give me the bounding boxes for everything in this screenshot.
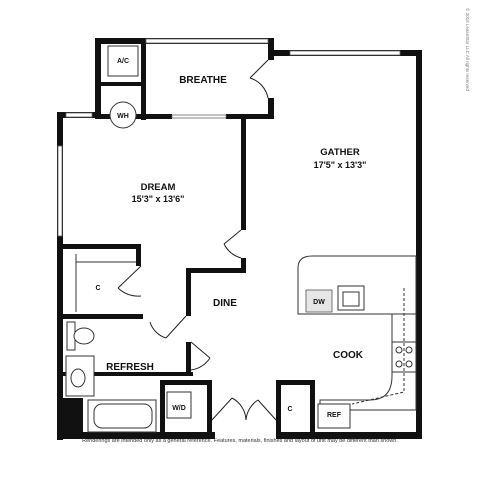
door-swing: [190, 341, 211, 371]
wall: [160, 380, 212, 385]
wall: [276, 380, 281, 436]
wall: [155, 432, 215, 439]
room-label-dine: DINE: [213, 298, 237, 309]
door-swing: [249, 59, 269, 99]
wall: [101, 82, 141, 86]
water-heater: [109, 101, 137, 129]
disclaimer-text: Renderings are intended only as a genera…: [82, 438, 398, 444]
bathtub-inner: [93, 403, 153, 429]
dishwasher: [305, 289, 333, 313]
wall: [95, 38, 101, 118]
label-refrigerator: REF: [327, 412, 342, 419]
toilet-bowl: [73, 327, 95, 345]
burner: [395, 360, 403, 368]
door-swing: [117, 265, 142, 297]
wall: [268, 98, 274, 118]
kitchen-sink-basin: [342, 291, 360, 307]
window: [171, 114, 227, 119]
room-label-gather: GATHER: [320, 147, 360, 158]
wall: [146, 114, 172, 119]
wall: [416, 50, 422, 432]
burner: [405, 346, 413, 354]
room-dims-dream: 15'3" x 13'6": [132, 194, 185, 204]
wall: [186, 268, 191, 316]
wall: [57, 112, 63, 440]
window: [289, 50, 401, 56]
label-washer-dryer: W/D: [172, 405, 186, 412]
kitchen-counter: [319, 313, 417, 411]
label-closet-entry: C: [287, 406, 292, 413]
room-label-cook: COOK: [333, 350, 364, 361]
wall: [63, 372, 193, 376]
door-swing: [149, 315, 187, 339]
wall: [276, 432, 422, 439]
window: [65, 112, 93, 118]
door-swing: [223, 229, 242, 259]
room-label-refresh: REFRESH: [106, 362, 154, 373]
wall: [207, 380, 212, 436]
window: [145, 38, 269, 44]
burner: [395, 346, 403, 354]
room-label-breathe: BREATHE: [179, 75, 227, 86]
label-dishwasher: DW: [313, 299, 325, 306]
room-dims-gather: 17'5" x 13'3": [314, 160, 367, 170]
burner: [405, 360, 413, 368]
wall: [57, 432, 161, 439]
wall: [57, 398, 83, 439]
wall: [141, 38, 146, 120]
wall: [310, 380, 315, 436]
washer-dryer: [166, 391, 192, 419]
sink: [70, 368, 86, 388]
window: [57, 145, 63, 237]
room-label-dream: DREAM: [141, 182, 176, 193]
copyright-text: © 2018 LeaseStar LLC All rights reserved: [465, 8, 470, 91]
wall: [226, 114, 274, 119]
wall: [63, 314, 143, 319]
label-closet: C: [95, 285, 100, 292]
label-wh: WH: [117, 113, 129, 120]
label-ac: A/C: [117, 58, 129, 65]
wall: [160, 380, 165, 436]
wall: [63, 244, 141, 249]
wall: [241, 118, 246, 230]
stove: [391, 341, 417, 373]
wall: [186, 342, 191, 374]
door-swing: [211, 397, 247, 421]
ac-unit: [107, 45, 139, 77]
wall: [136, 244, 141, 266]
door-swing: [245, 399, 277, 421]
wall: [278, 380, 314, 385]
wall: [241, 258, 246, 272]
refrigerator: [317, 403, 351, 429]
wall: [268, 38, 274, 60]
wall: [188, 268, 246, 273]
